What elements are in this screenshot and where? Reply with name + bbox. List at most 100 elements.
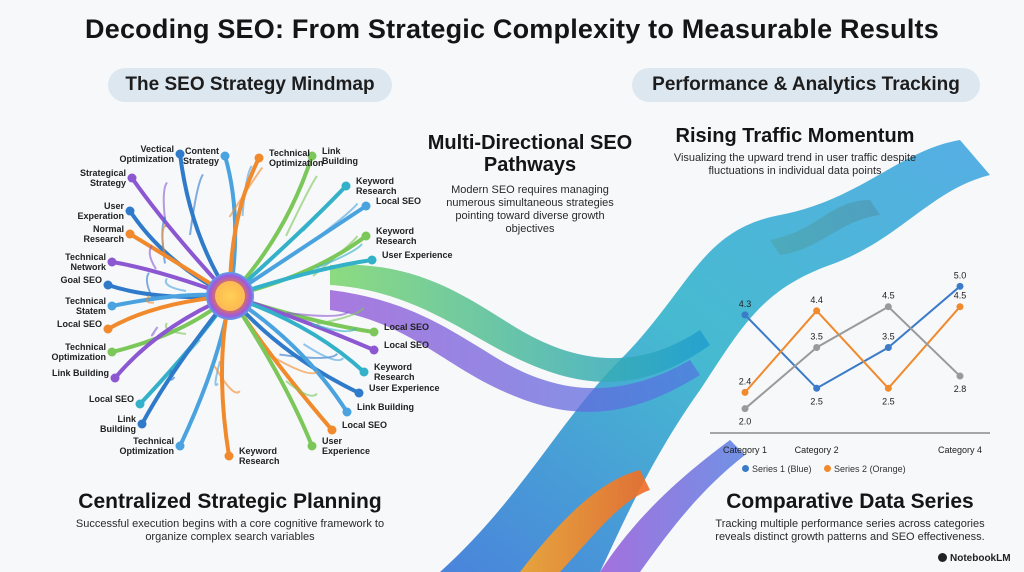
data-label: 2.5 [810,396,823,406]
mindmap-node [354,388,364,398]
mindmap-twig [315,243,363,269]
mindmap-label: User Experience [369,383,440,393]
data-label: 4.5 [954,291,967,301]
series-point [884,303,892,311]
series-point [956,303,964,311]
mindmap-node [175,441,185,451]
chart-legend: Series 1 (Blue) Series 2 (Orange) [742,464,906,474]
series-point [741,405,749,413]
mindmap-node [125,229,135,239]
mindmap-twig [279,352,339,359]
mindmap-twig [302,343,345,362]
mindmap-twig [286,310,350,317]
chart-series: 4.32.53.55.02.44.42.54.52.03.54.52.8 [739,270,967,426]
mindmap-twig [285,175,318,237]
mindmap-label: Technical Optimization [119,436,175,456]
data-label: 2.0 [739,417,752,427]
mindmap-label: Keyword Research [239,446,280,466]
mindmap-node [254,153,264,163]
mindmap-core-inner [215,281,245,311]
mindmap-label: Link Building [100,414,136,434]
mindmap-label: Vectical Optimization [119,144,175,164]
mindmap-label: Local SEO [56,319,102,329]
mindmap-node [103,324,113,334]
mindmap-twig [316,307,365,325]
series-point [884,344,892,351]
legend-series-2: Series 2 (Orange) [834,464,906,474]
mindmap-twig [148,244,157,270]
mindmap-node [103,280,113,290]
mindmap-label: Link Building [322,146,358,166]
mindmap-node [224,451,234,461]
mindmap-node [359,367,369,377]
mindmap-label: Local SEO [342,420,388,430]
mindmap-twig [228,166,264,218]
mindmap-label: Goal SEO [60,275,102,285]
mindmap-node [175,149,185,159]
data-label: 4.3 [739,299,752,309]
mindmap-label: Link Building [52,368,109,378]
right-footer-text: Tracking multiple performance series acr… [715,518,985,543]
left-footer-heading: Centralized Strategic Planning [78,490,382,513]
mindmap-node [342,407,352,417]
mindmap-label: User Experience [382,250,453,260]
series-line [744,306,961,394]
mindmap-twig [145,295,155,304]
mindmap-label: Local SEO [376,196,422,206]
page-title: Decoding SEO: From Strategic Complexity … [85,14,939,44]
mindmap-twig [302,187,344,232]
mindmap-node [137,419,147,429]
mindmap-node [135,399,145,409]
mindmap-node [307,441,317,451]
legend-blue-dot [742,465,749,472]
series-line [744,305,961,410]
mindmap-node [107,257,117,267]
mindmap-pill: The SEO Strategy Mindmap [108,68,392,102]
brand-icon [938,553,947,562]
mindmap-node [125,206,135,216]
data-label: 3.5 [810,332,823,342]
mindmap-label: Keyword Research [356,176,397,196]
mindmap-branch [220,294,232,458]
mindmap-label: Technical Statem [65,296,106,316]
mindmap-node [361,231,371,241]
pathways-heading: Multi-Directional SEO Pathways [427,132,633,176]
mindmap-twig [189,173,204,236]
trend-heading: Rising Traffic Momentum [675,125,915,147]
mindmap-node [361,201,371,211]
mindmap-node [341,181,351,191]
mindmap-label: Technical Optimization [269,148,324,168]
mindmap-label: Normal Research [83,224,124,244]
mindmap-node [107,301,117,311]
mindmap-label: Link Building [357,402,414,412]
mindmap-label: Keyword Research [374,362,415,382]
data-label: 5.0 [954,270,967,280]
x-tick-label: Category 4 [938,445,982,455]
mindmap-label: Local SEO [88,394,134,404]
data-label: 4.5 [882,291,895,301]
series-point [813,384,821,392]
mindmap-label: Local SEO [384,340,430,350]
legend-orange-dot [824,465,832,472]
mindmap-twig [214,360,221,387]
mindmap-label: User Experience [322,436,371,456]
mindmap-twig [150,326,159,337]
mindmap-label: Keyword Research [376,226,417,246]
mindmap-twig [213,365,241,394]
pathways-text: Modern SEO requires managing numerous si… [446,184,614,235]
mindmap-node [327,425,337,435]
x-tick-label: Category 2 [795,445,839,455]
mindmap-node [107,347,117,357]
series-point [956,282,964,290]
left-footer-text: Successful execution begins with a core … [75,518,385,543]
mindmap-label: Technical Network [65,252,106,272]
mindmap-node [369,345,379,355]
mindmap-twig [265,352,318,375]
series-point [884,384,892,392]
mindmap-node [220,151,230,161]
brand-name: NotebookLM [950,553,1011,564]
